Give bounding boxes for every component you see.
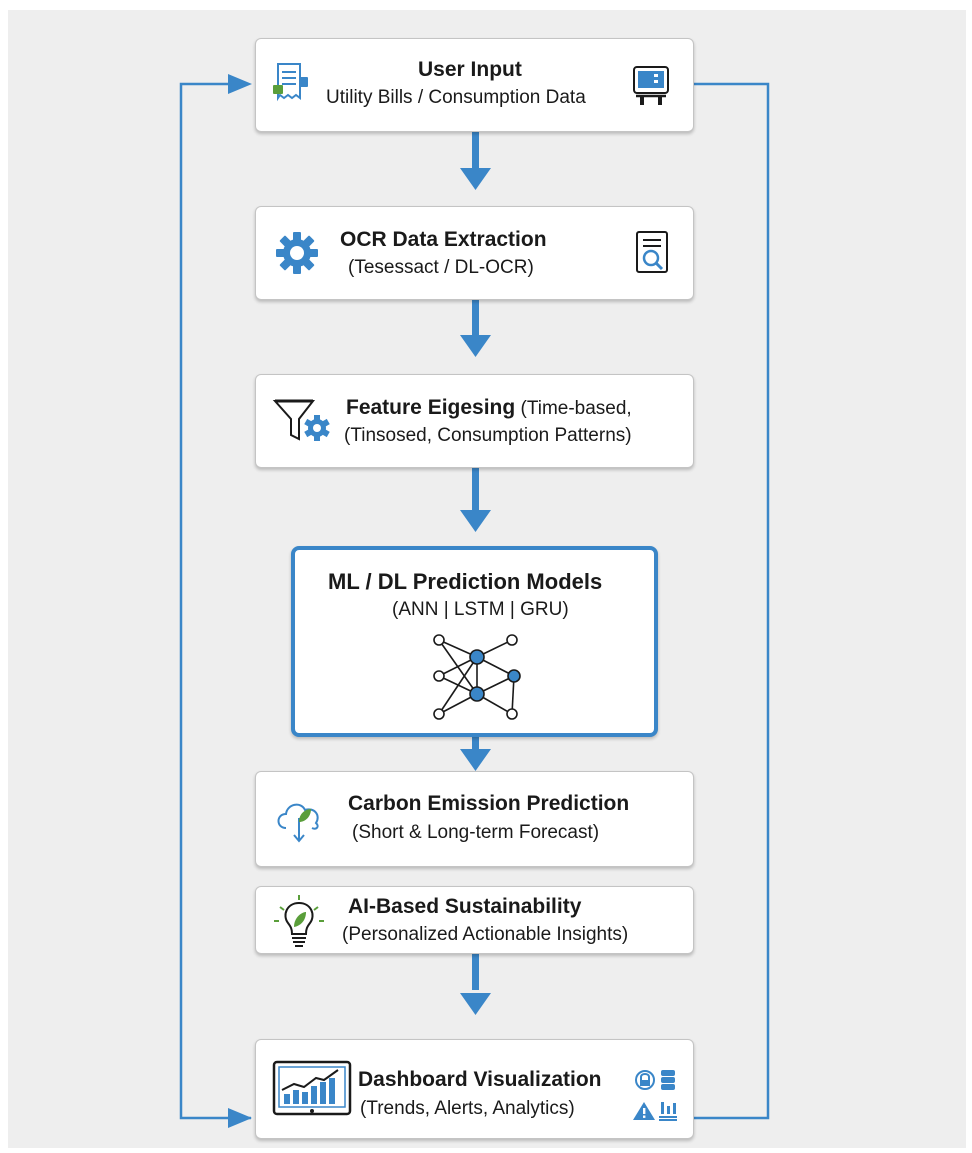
node-subtitle: Utility Bills / Consumption Data — [326, 87, 586, 108]
feedback-loop-left — [179, 74, 252, 1128]
feature-engineering-node: Feature Eigesing (Time-based, (Tinsosed,… — [255, 374, 694, 468]
node-title-suffix: (Time-based, — [515, 398, 632, 419]
monitor-chart-icon — [272, 1060, 352, 1125]
node-subtitle: (Trends, Alerts, Analytics) — [360, 1098, 575, 1119]
down-arrow — [460, 727, 491, 771]
down-arrow — [460, 954, 491, 1015]
prediction-models-node: ML / DL Prediction Models (ANN | LSTM | … — [291, 546, 658, 737]
neural-network-icon — [427, 630, 527, 725]
node-title: ML / DL Prediction Models — [328, 569, 603, 594]
user-input-node: User Input Utility Bills / Consumption D… — [255, 38, 694, 132]
bill-icon — [272, 61, 310, 108]
warning-icon — [632, 1100, 656, 1127]
node-title: User Input — [418, 58, 522, 81]
node-subtitle: (Tinsosed, Consumption Patterns) — [344, 425, 632, 446]
node-subtitle: (Tesessact / DL-OCR) — [348, 257, 534, 278]
node-subtitle: (Personalized Actionable Insights) — [342, 924, 629, 945]
document-search-icon — [634, 229, 670, 280]
down-arrow — [460, 132, 491, 190]
lock-icon — [634, 1068, 656, 1097]
dashboard-node: Dashboard Visualization (Trends, Alerts,… — [255, 1039, 694, 1139]
bar-chart-icon — [658, 1100, 678, 1127]
gear-icon — [274, 230, 320, 281]
node-title: Dashboard Visualization — [358, 1068, 602, 1091]
down-arrow — [460, 300, 491, 357]
node-subtitle: (ANN | LSTM | GRU) — [392, 599, 569, 620]
down-arrow — [460, 468, 491, 532]
cloud-leaf-icon — [274, 796, 324, 849]
funnel-gear-icon — [272, 395, 332, 452]
carbon-prediction-node: Carbon Emission Prediction (Short & Long… — [255, 771, 694, 867]
node-title: Carbon Emission Prediction — [348, 792, 630, 815]
node-title: AI-Based Sustainability — [348, 895, 582, 918]
sustainability-node: AI-Based Sustainability (Personalized Ac… — [255, 886, 694, 954]
lightbulb-leaf-icon — [272, 893, 326, 956]
ocr-extraction-node: OCR Data Extraction (Tesessact / DL-OCR) — [255, 206, 694, 300]
node-title: Feature Eigesing — [346, 396, 516, 419]
feedback-loop-right — [694, 82, 770, 1120]
node-title: OCR Data Extraction — [340, 228, 547, 251]
node-subtitle: (Short & Long-term Forecast) — [352, 822, 600, 843]
node-title-line: Feature Eigesing (Time-based, — [346, 396, 632, 420]
database-icon — [658, 1068, 678, 1097]
utility-meter-icon — [631, 63, 671, 112]
